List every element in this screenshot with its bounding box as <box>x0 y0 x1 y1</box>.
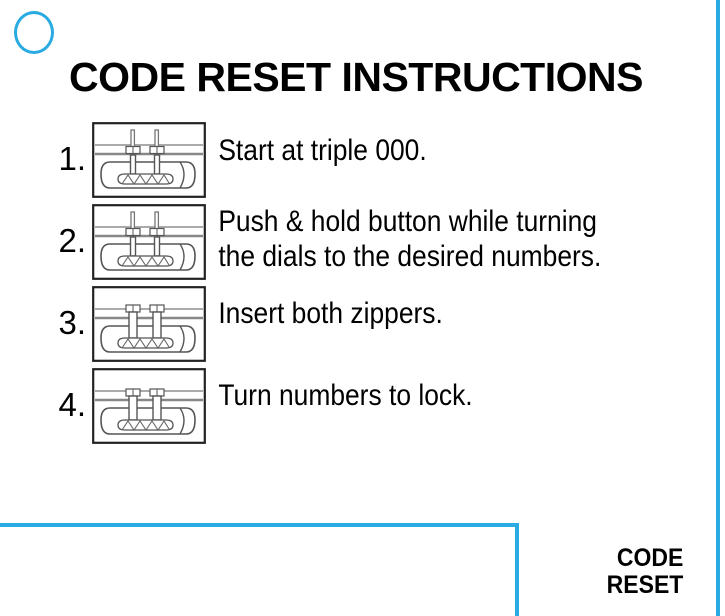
step-text: Turn numbers to lock. <box>206 366 651 413</box>
step-text: Push & hold button while turning the dia… <box>206 202 651 274</box>
luggage-lock-diagram-icon <box>92 204 206 280</box>
list-item: 2. <box>0 202 712 284</box>
instruction-steps-list: 1. <box>0 120 712 448</box>
step-text-line-1: Turn numbers to lock. <box>218 379 473 412</box>
step-number: 2. <box>58 222 86 259</box>
step-text: Insert both zippers. <box>206 284 651 331</box>
luggage-lock-diagram-icon <box>92 368 206 444</box>
luggage-lock-diagram-icon <box>92 122 206 198</box>
step-text-line-1: Push & hold button while turning <box>218 205 597 238</box>
vertical-accent-rule <box>716 0 720 616</box>
step-text: Start at triple 000. <box>206 120 651 168</box>
luggage-lock-diagram-icon <box>92 286 206 362</box>
step-number: 3. <box>58 304 86 341</box>
list-item: 1. <box>0 120 712 202</box>
horizontal-accent-rule <box>0 523 519 527</box>
accent-rule-corner <box>515 523 519 616</box>
brand-wordmark-line-1: CODE <box>616 544 683 572</box>
step-number: 4. <box>58 386 86 423</box>
step-text-line-2: the dials to the desired numbers. <box>218 240 602 274</box>
step-text-line-1: Start at triple 000. <box>218 134 427 167</box>
step-text-line-1: Insert both zippers. <box>218 297 443 330</box>
list-item: 4. Turn nu <box>0 366 712 448</box>
step-number: 1. <box>58 140 86 177</box>
list-item: 3. Insert <box>0 284 712 366</box>
brand-wordmark-line-2: RESET <box>606 571 683 599</box>
page-title: CODE RESET INSTRUCTIONS <box>69 54 643 100</box>
circle-outline-mark-icon <box>14 11 54 54</box>
brand-wordmark: CODE RESET <box>606 545 683 599</box>
